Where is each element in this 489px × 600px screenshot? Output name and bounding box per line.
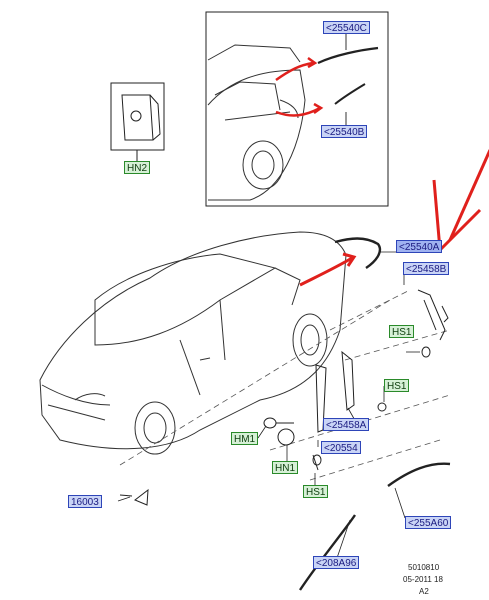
red-pointer-arrow (432, 149, 489, 252)
callout-20554[interactable]: <20554 (321, 441, 361, 454)
callout-25540b[interactable]: <25540B (321, 125, 368, 138)
callout-16003[interactable]: 16003 (68, 495, 102, 508)
callout-hs1-bottom[interactable]: HS1 (303, 485, 329, 498)
callout-hn1[interactable]: HN1 (272, 461, 299, 474)
inset-detail-box (205, 11, 389, 207)
callout-hs1-middle[interactable]: HS1 (384, 379, 410, 392)
callout-hm1[interactable]: HM1 (231, 432, 259, 445)
footer-ref-number: 5010810 (408, 563, 440, 572)
callout-25458a[interactable]: <25458A (323, 418, 370, 431)
footer-page-code: A2 (419, 587, 429, 596)
footer-date-code: 05-2011 18 (403, 575, 443, 584)
callout-25458b[interactable]: <25458B (403, 262, 450, 275)
molding-parts (119, 237, 451, 591)
callout-25540a[interactable]: <25540A (396, 240, 443, 253)
leader-lines (117, 251, 420, 559)
callout-255a60[interactable]: <255A60 (405, 516, 452, 529)
callout-208a96[interactable]: <208A96 (313, 556, 360, 569)
callout-hs1-top[interactable]: HS1 (389, 325, 415, 338)
callout-25540c[interactable]: <25540C (323, 21, 370, 34)
callout-hn2[interactable]: HN2 (124, 161, 151, 174)
car-red-arrow (299, 252, 357, 287)
inset-red-arrows (275, 56, 324, 117)
hn2-clip-part (110, 82, 165, 161)
